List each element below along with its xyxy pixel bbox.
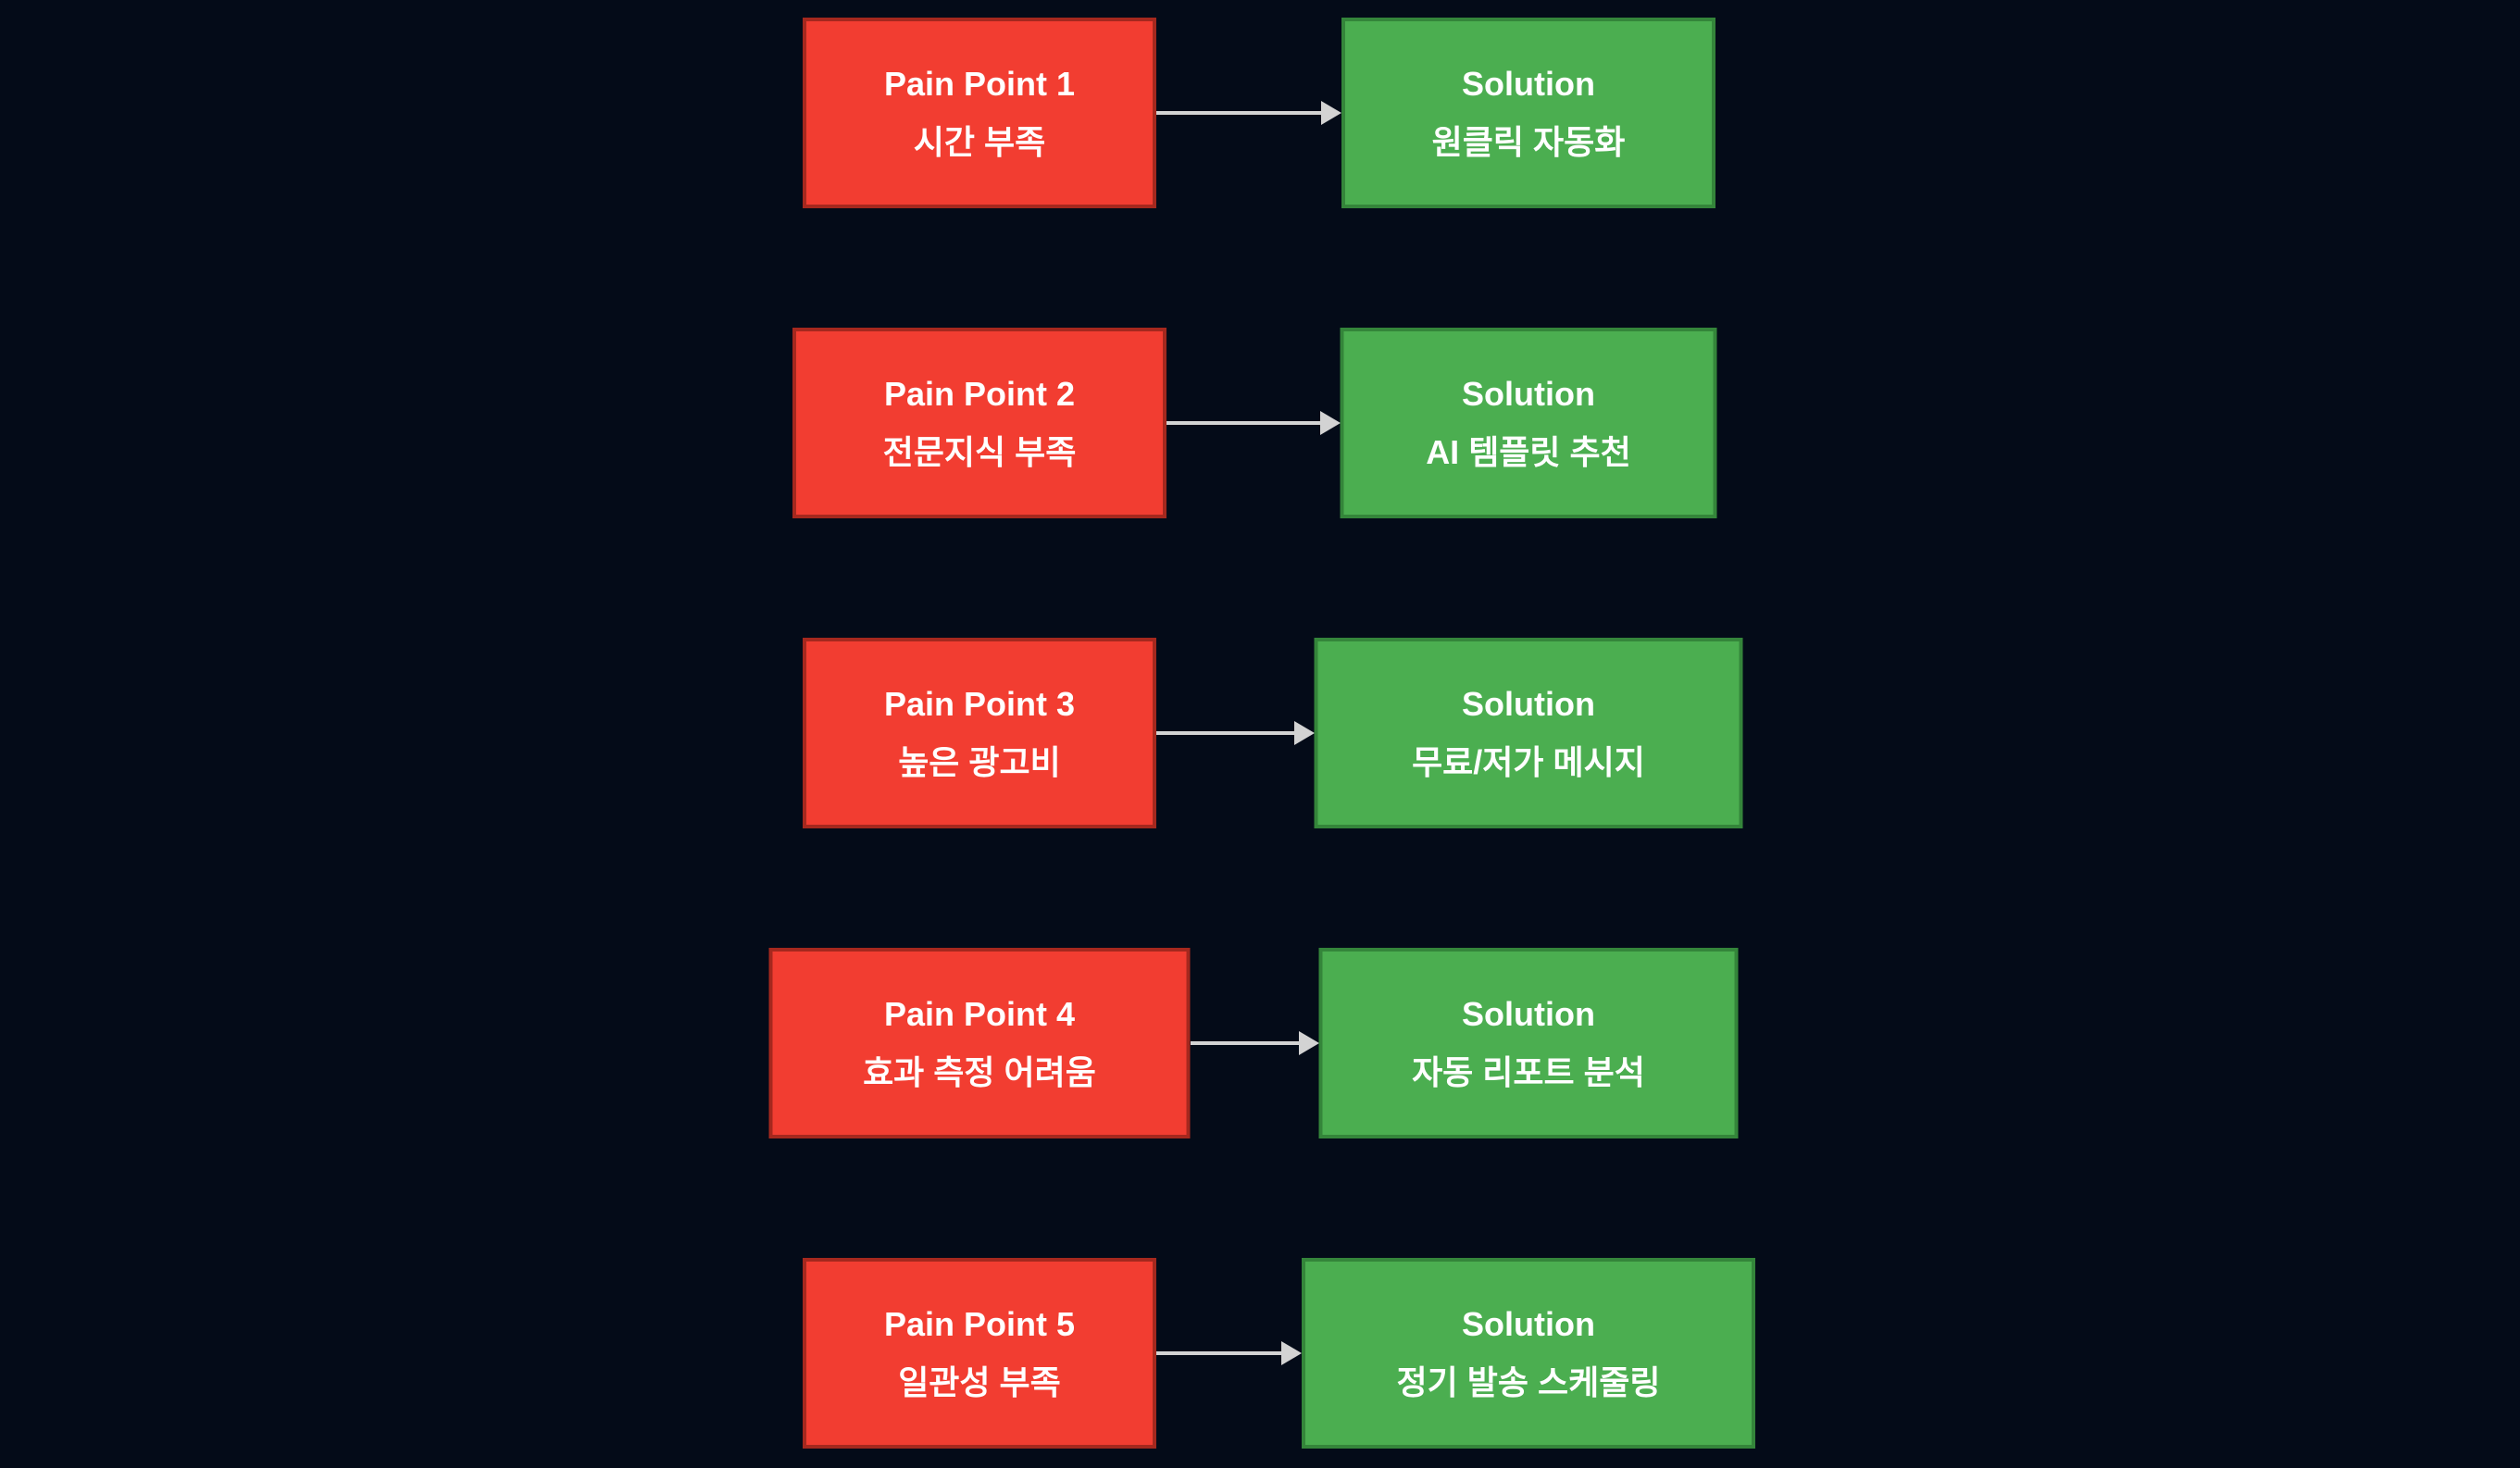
- pain-point-4-node: Pain Point 4 효과 측정 어려움: [768, 948, 1191, 1138]
- node-subtitle: 자동 리포트 분석: [1412, 1053, 1645, 1091]
- arrow-line: [1190, 1041, 1299, 1045]
- flow-row-2: Pain Point 2 전문지식 부족 Solution AI 템플릿 추천: [0, 328, 2520, 518]
- pain-point-2-node: Pain Point 2 전문지식 부족: [792, 328, 1166, 518]
- pain-point-5-node: Pain Point 5 일관성 부족: [803, 1258, 1156, 1449]
- arrow-connector: [1166, 328, 1341, 518]
- arrow-head-icon: [1281, 1341, 1302, 1365]
- arrow-line: [1156, 731, 1294, 735]
- arrow-connector: [1156, 1258, 1302, 1449]
- arrow-line: [1156, 111, 1321, 115]
- flow-row-1: Pain Point 1 시간 부족 Solution 원클릭 자동화: [0, 18, 2520, 208]
- node-subtitle: 전문지식 부족: [882, 433, 1077, 471]
- node-subtitle: 시간 부족: [913, 123, 1046, 161]
- arrow-head-icon: [1319, 411, 1341, 435]
- solution-3-node: Solution 무료/저가 메시지: [1314, 638, 1743, 828]
- node-subtitle: 일관성 부족: [898, 1363, 1061, 1401]
- arrow-connector: [1156, 638, 1315, 828]
- flow-row-5: Pain Point 5 일관성 부족 Solution 정기 발송 스케줄링: [0, 1258, 2520, 1449]
- node-title: Solution: [1462, 374, 1595, 413]
- node-subtitle: 높은 광고비: [898, 743, 1061, 781]
- arrow-connector: [1190, 948, 1319, 1138]
- node-subtitle: 정기 발송 스케줄링: [1396, 1363, 1661, 1401]
- node-title: Solution: [1462, 1304, 1595, 1343]
- node-title: Pain Point 4: [883, 994, 1076, 1033]
- arrow-head-icon: [1321, 101, 1341, 125]
- solution-5-node: Solution 정기 발송 스케줄링: [1302, 1258, 1755, 1449]
- pain-point-1-node: Pain Point 1 시간 부족: [803, 18, 1156, 208]
- arrow-line: [1166, 421, 1320, 425]
- solution-1-node: Solution 원클릭 자동화: [1341, 18, 1715, 208]
- node-subtitle: 무료/저가 메시지: [1412, 743, 1645, 781]
- solution-4-node: Solution 자동 리포트 분석: [1318, 948, 1739, 1138]
- node-subtitle: 원클릭 자동화: [1431, 123, 1626, 161]
- node-title: Solution: [1462, 64, 1595, 103]
- arrow-connector: [1156, 18, 1341, 208]
- node-title: Solution: [1462, 994, 1595, 1033]
- node-title: Pain Point 3: [883, 684, 1076, 723]
- arrow-head-icon: [1298, 1031, 1319, 1055]
- solution-2-node: Solution AI 템플릿 추천: [1340, 328, 1717, 518]
- flow-row-4: Pain Point 4 효과 측정 어려움 Solution 자동 리포트 분…: [0, 948, 2520, 1138]
- node-subtitle: 효과 측정 어려움: [863, 1053, 1096, 1091]
- flow-row-3: Pain Point 3 높은 광고비 Solution 무료/저가 메시지: [0, 638, 2520, 828]
- node-title: Pain Point 2: [883, 374, 1076, 413]
- arrow-line: [1156, 1351, 1281, 1355]
- pain-point-3-node: Pain Point 3 높은 광고비: [803, 638, 1156, 828]
- node-title: Pain Point 5: [883, 1304, 1076, 1343]
- node-title: Solution: [1462, 684, 1595, 723]
- arrow-head-icon: [1293, 721, 1315, 745]
- node-subtitle: AI 템플릿 추천: [1426, 433, 1631, 471]
- node-title: Pain Point 1: [883, 64, 1076, 103]
